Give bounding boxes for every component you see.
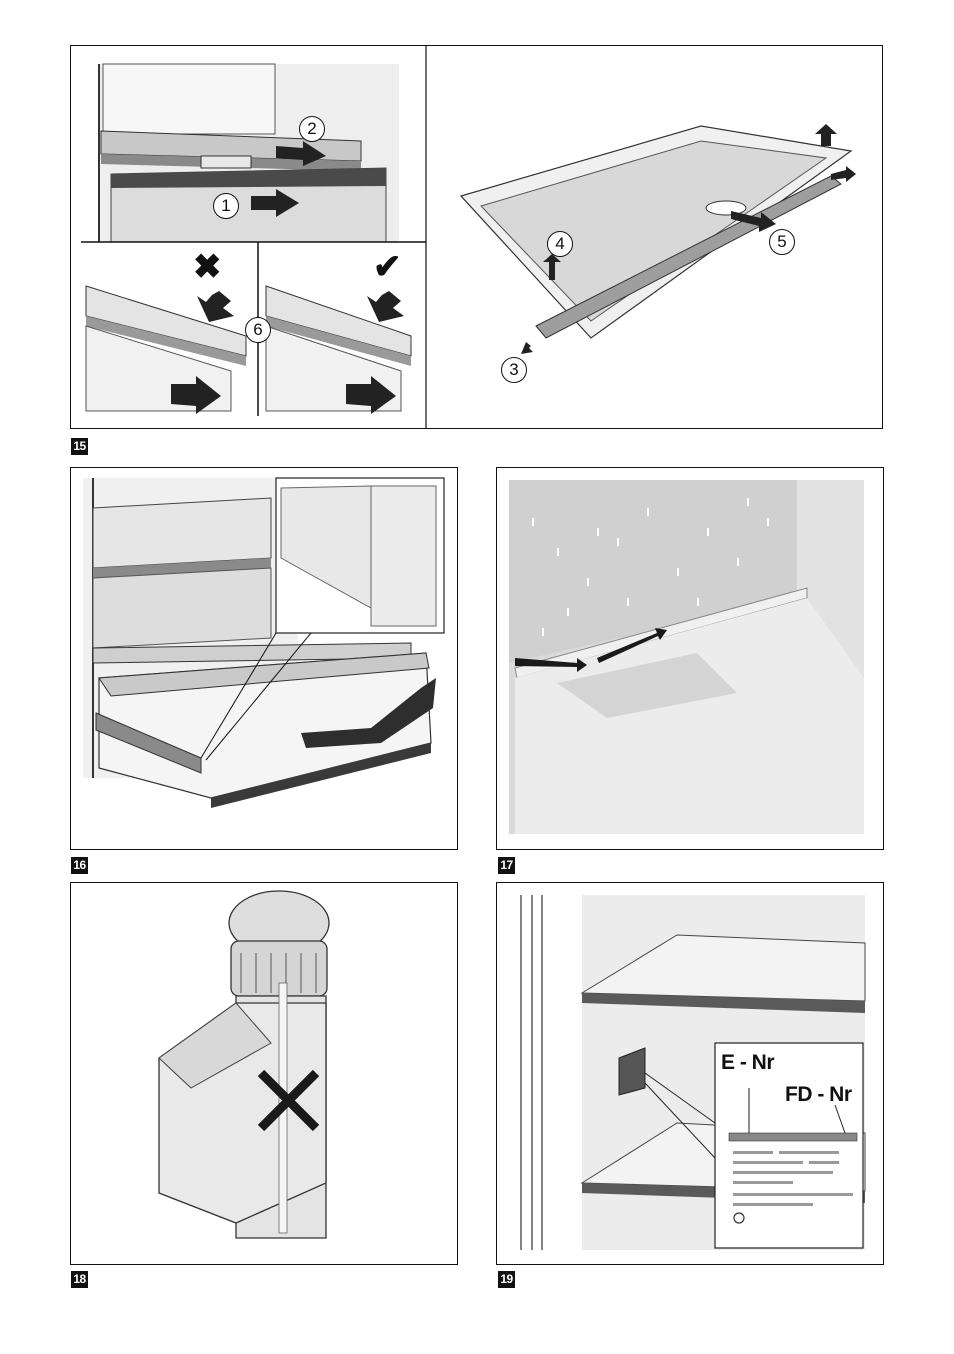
figure-number-17: 17 [498,857,515,874]
figure-17-panel [496,467,884,850]
e-nr-label: E - Nr [721,1051,774,1075]
figure-17-illustration [497,468,884,850]
step-4-badge: 4 [547,231,573,257]
figure-number-18: 18 [71,1271,88,1288]
step-3-badge: 3 [501,357,527,383]
figure-number-16: 16 [71,857,88,874]
figure-16-panel [70,467,458,850]
figure-18-panel [70,882,458,1265]
fd-nr-label: FD - Nr [785,1083,852,1107]
step-2-badge: 2 [299,116,325,142]
wrong-position-icon: ✖ [193,250,222,284]
figure-18-illustration [71,883,458,1265]
figure-number-19: 19 [498,1271,515,1288]
figure-16-illustration [71,468,458,850]
step-6-badge: 6 [245,317,271,343]
figure-15-panel: ✖ ✔ 1 2 3 4 5 6 [70,45,883,429]
correct-position-icon: ✔ [373,250,402,284]
figure-19-illustration [497,883,884,1265]
step-1-badge: 1 [213,193,239,219]
figure-19-panel: E - Nr FD - Nr [496,882,884,1265]
figure-15-illustration [71,46,883,429]
figure-number-15: 15 [71,438,88,455]
step-5-badge: 5 [769,229,795,255]
